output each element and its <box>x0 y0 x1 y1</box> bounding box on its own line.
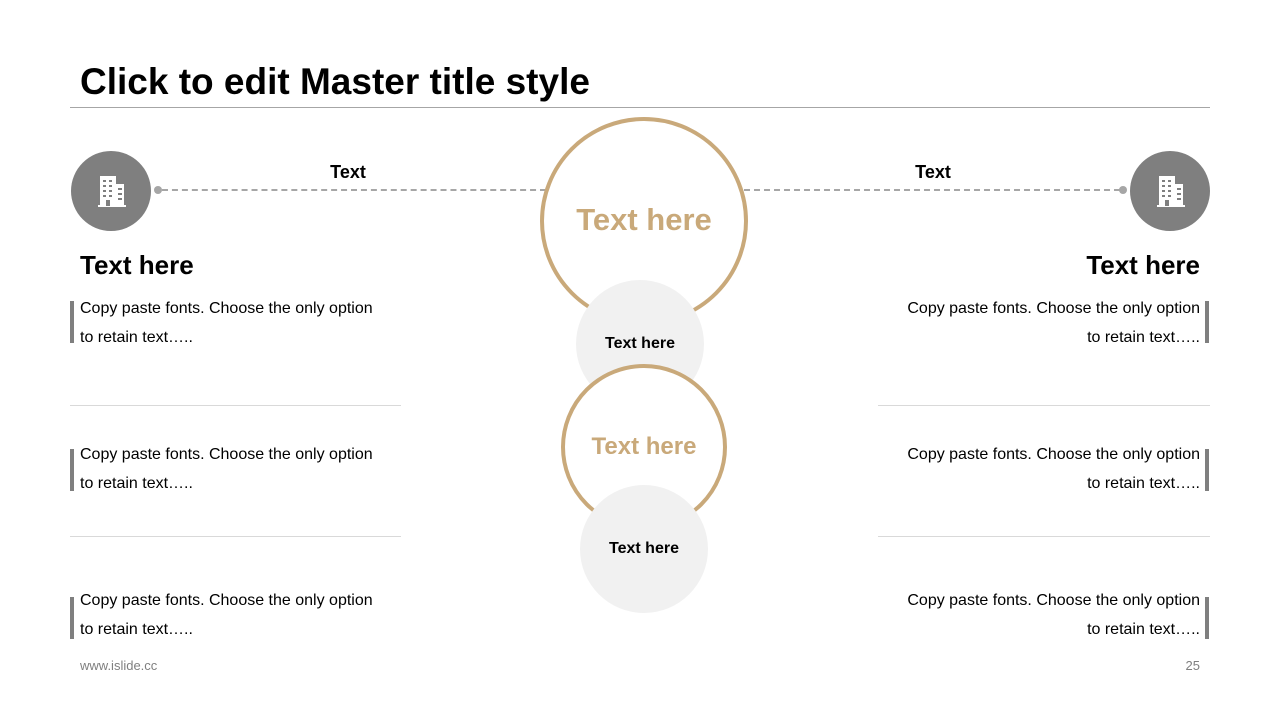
page-number: 25 <box>1185 658 1200 673</box>
accent-bar <box>1205 301 1209 343</box>
row-divider <box>878 405 1210 406</box>
left-item-2: Copy paste fonts. Choose the only option… <box>80 440 400 498</box>
building-icon <box>1130 151 1210 231</box>
accent-bar <box>70 301 74 343</box>
right-item-1-line2: to retain text….. <box>1087 329 1200 346</box>
left-item-3: Copy paste fonts. Choose the only option… <box>80 586 400 644</box>
left-item-3-line2: to retain text….. <box>80 621 193 638</box>
right-item-2: Copy paste fonts. Choose the only option… <box>880 440 1200 498</box>
building-icon <box>71 151 151 231</box>
right-item-2-line2: to retain text….. <box>1087 475 1200 492</box>
center-ring-medium-label: Text here <box>591 433 697 460</box>
slide-title: Click to edit Master title style <box>80 61 590 102</box>
right-item-1: Copy paste fonts. Choose the only option… <box>880 294 1200 352</box>
connector-line-left <box>162 189 546 191</box>
left-item-2-line2: to retain text….. <box>80 475 193 492</box>
connector-dot-left <box>154 186 162 194</box>
center-disc-2-label: Text here <box>609 540 679 557</box>
left-item-3-line1: Copy paste fonts. Choose the only option <box>80 592 373 609</box>
center-ring-large-label: Text here <box>576 202 712 237</box>
footer-website: www.islide.cc <box>80 658 158 673</box>
center-ring-medium: Text here <box>561 364 727 530</box>
connector-label-left: Text <box>330 162 366 182</box>
center-disc-2: Text here <box>580 485 708 613</box>
center-disc-1-label: Text here <box>605 335 675 352</box>
right-item-2-line1: Copy paste fonts. Choose the only option <box>907 446 1200 463</box>
accent-bar <box>70 449 74 491</box>
row-divider <box>70 536 401 537</box>
right-heading: Text here <box>1086 250 1200 280</box>
left-item-2-line1: Copy paste fonts. Choose the only option <box>80 446 373 463</box>
connector-dot-right <box>1119 186 1127 194</box>
accent-bar <box>1205 597 1209 639</box>
left-heading: Text here <box>80 250 194 280</box>
accent-bar <box>70 597 74 639</box>
left-item-1: Copy paste fonts. Choose the only option… <box>80 294 400 352</box>
right-item-3-line1: Copy paste fonts. Choose the only option <box>907 592 1200 609</box>
row-divider <box>878 536 1210 537</box>
title-divider <box>70 107 1210 108</box>
connector-line-right <box>744 189 1120 191</box>
right-item-3: Copy paste fonts. Choose the only option… <box>880 586 1200 644</box>
right-item-3-line2: to retain text….. <box>1087 621 1200 638</box>
accent-bar <box>1205 449 1209 491</box>
left-item-1-line2: to retain text….. <box>80 329 193 346</box>
row-divider <box>70 405 401 406</box>
connector-label-right: Text <box>915 162 951 182</box>
left-item-1-line1: Copy paste fonts. Choose the only option <box>80 300 373 317</box>
right-item-1-line1: Copy paste fonts. Choose the only option <box>907 300 1200 317</box>
